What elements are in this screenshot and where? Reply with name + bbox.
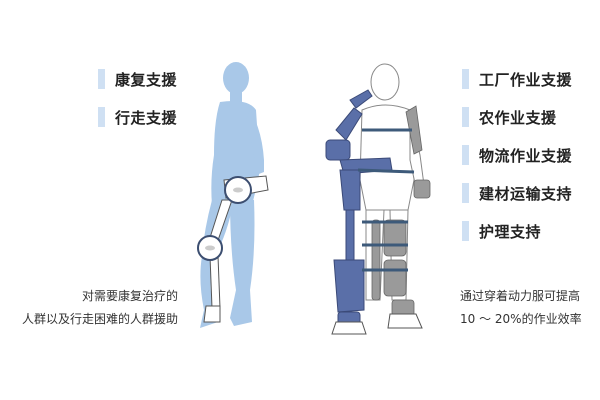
label-marker bbox=[462, 221, 469, 241]
label-nursing-support: 护理支持 bbox=[462, 220, 541, 242]
right-description: 通过穿着动力服可提高 10 ～ 20%的作业效率 bbox=[460, 285, 582, 331]
right-description-line1: 通过穿着动力服可提高 bbox=[460, 289, 581, 303]
label-construction-support: 建材运输支持 bbox=[462, 182, 572, 204]
label-text: 护理支持 bbox=[479, 222, 542, 241]
label-text: 物流作业支援 bbox=[479, 146, 573, 165]
label-marker bbox=[462, 183, 469, 203]
label-marker bbox=[98, 107, 105, 127]
power-suit-figure bbox=[325, 63, 431, 335]
left-description-line2: 人群以及行走困难的人群援助 bbox=[21, 312, 178, 326]
label-marker bbox=[462, 107, 469, 127]
label-text: 康复支援 bbox=[115, 70, 178, 89]
left-description-line1: 对需要康复治疗的 bbox=[81, 289, 178, 303]
right-description-line2: 10 ～ 20%的作业效率 bbox=[460, 312, 582, 326]
label-marker bbox=[462, 69, 469, 89]
label-marker bbox=[98, 69, 105, 89]
label-text: 农作业支援 bbox=[479, 108, 557, 127]
left-description: 对需要康复治疗的 人群以及行走困难的人群援助 bbox=[22, 285, 178, 331]
label-factory-support: 工厂作业支援 bbox=[462, 68, 572, 90]
label-text: 工厂作业支援 bbox=[479, 70, 573, 89]
label-text: 行走支援 bbox=[115, 108, 178, 127]
label-marker bbox=[462, 145, 469, 165]
label-text: 建材运输支持 bbox=[479, 184, 573, 203]
label-agriculture-support: 农作业支援 bbox=[462, 106, 557, 128]
label-rehab-support: 康复支援 bbox=[98, 68, 177, 90]
label-walking-support: 行走支援 bbox=[98, 106, 177, 128]
walking-assist-figure bbox=[197, 62, 269, 328]
label-logistics-support: 物流作业支援 bbox=[462, 144, 572, 166]
